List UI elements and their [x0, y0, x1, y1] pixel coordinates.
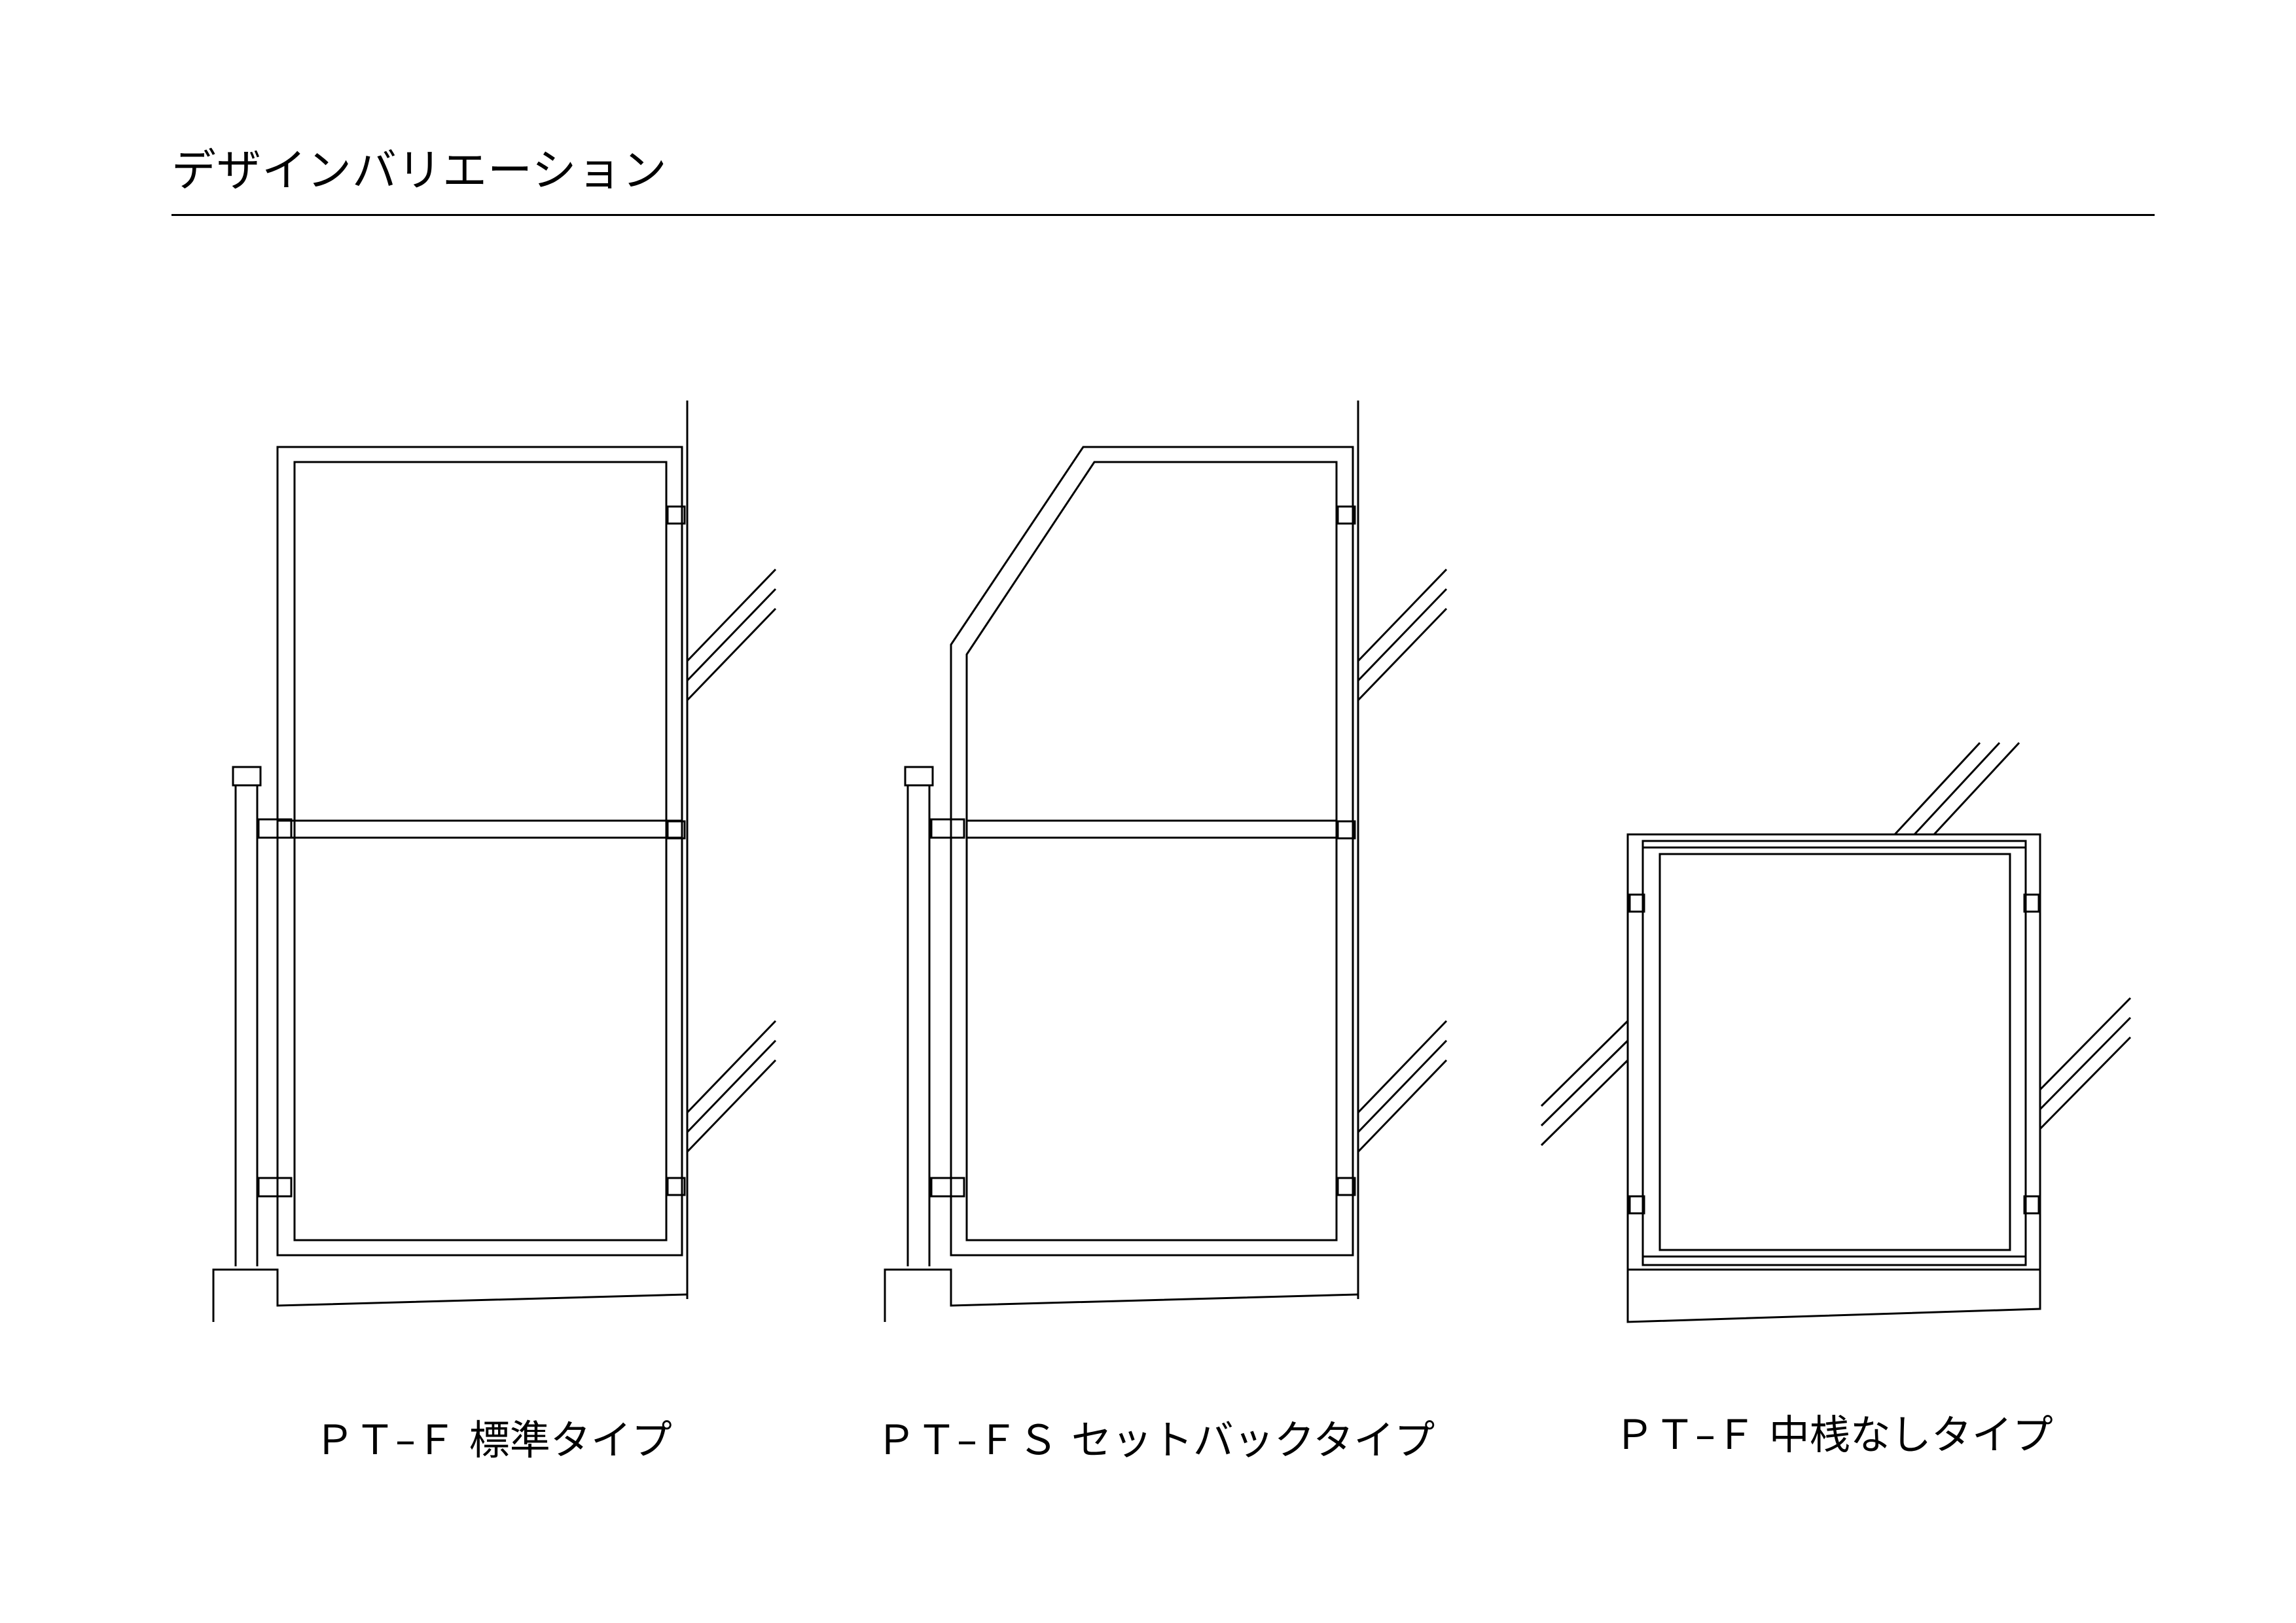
page-title: デザインバリエーション	[171, 145, 668, 197]
hatch-line	[1540, 1020, 1629, 1107]
frame-outer	[1641, 840, 2027, 1266]
base-slab	[1626, 1270, 2041, 1323]
bracket	[666, 1177, 686, 1196]
bracket	[2023, 893, 2040, 913]
post-cap	[904, 766, 934, 787]
hatch-line	[1357, 1059, 1448, 1153]
bracket	[1336, 505, 1356, 525]
frame-inner	[293, 461, 668, 1241]
hatch-line	[1913, 741, 2001, 836]
bracket	[1628, 1195, 1645, 1215]
hatch-line	[1357, 607, 1448, 702]
bracket	[1628, 893, 1645, 913]
post-clamp	[930, 818, 965, 839]
post-clamp	[257, 818, 293, 839]
variant-no-middle-rail-drawing	[1540, 741, 2132, 1323]
frame-inner	[1659, 853, 2011, 1251]
post-cap	[232, 766, 262, 787]
frame-outer	[276, 446, 683, 1257]
hatch-line	[2039, 997, 2132, 1091]
base-slab	[212, 1268, 688, 1322]
variant-setback-drawing	[884, 401, 1448, 1322]
hatch-line	[1540, 1039, 1629, 1127]
bracket	[1336, 820, 1356, 840]
hatch-line	[686, 1059, 777, 1153]
bracket	[1336, 1177, 1356, 1196]
hatch-line	[686, 1020, 777, 1114]
post-clamp	[930, 1177, 965, 1198]
hatch-line	[686, 607, 777, 702]
hatch-line	[2039, 1016, 2132, 1111]
variant-caption-setback: ＰＴ–ＦＳ セットバックタイプ	[876, 1416, 1435, 1464]
hatch-line	[1933, 741, 2020, 836]
hatch-line	[686, 1039, 777, 1133]
bracket	[666, 820, 686, 840]
hatch-line	[1357, 1039, 1448, 1133]
bracket	[666, 505, 686, 525]
hatch-line	[1893, 741, 1981, 836]
base-slab	[884, 1268, 1359, 1322]
variant-caption-no-middle-rail: ＰＴ–Ｆ 中桟なしタイプ	[1614, 1411, 2053, 1459]
frame-outer-boundary	[1626, 833, 2041, 1271]
variant-standard-drawing	[212, 401, 777, 1322]
hatch-line	[1357, 568, 1448, 662]
variant-caption-standard: ＰＴ–Ｆ 標準タイプ	[314, 1416, 672, 1464]
frame-outer	[950, 446, 1354, 1257]
hatch-line	[686, 588, 777, 682]
frame-inner	[965, 461, 1338, 1241]
hatch-line	[1357, 1020, 1448, 1114]
bracket	[2023, 1195, 2040, 1215]
title-divider	[171, 214, 2155, 216]
post-clamp	[257, 1177, 293, 1198]
hatch-line	[1540, 1059, 1629, 1147]
hatch-line	[686, 568, 777, 662]
hatch-line	[1357, 588, 1448, 682]
hatch-line	[2039, 1036, 2132, 1130]
